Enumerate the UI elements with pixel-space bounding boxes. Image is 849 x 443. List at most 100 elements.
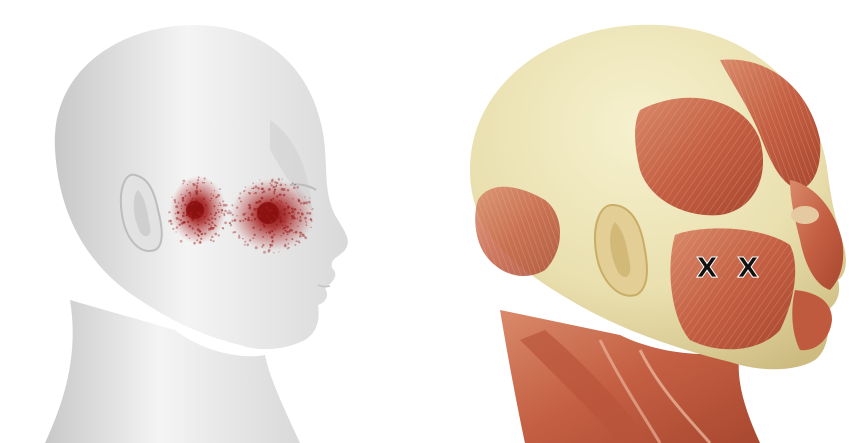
- pain-speckle: [257, 216, 259, 218]
- pain-speckle: [197, 179, 199, 181]
- pain-speckle: [304, 217, 307, 220]
- pain-speckle: [199, 231, 201, 233]
- pain-speckle: [189, 225, 192, 228]
- pain-speckle: [211, 182, 212, 183]
- pain-speckle: [265, 202, 268, 205]
- pain-speckle: [212, 223, 213, 224]
- pain-speckle: [280, 235, 281, 236]
- pain-speckle: [217, 209, 219, 211]
- pain-speckle: [276, 218, 278, 220]
- pain-speckle: [299, 232, 302, 235]
- pain-speckle: [224, 210, 227, 213]
- pain-speckle: [282, 224, 284, 226]
- pain-speckle: [197, 234, 199, 236]
- pain-speckle: [283, 194, 286, 197]
- pain-speckle: [181, 194, 182, 195]
- pain-speckle: [296, 186, 299, 189]
- pain-speckle: [242, 213, 245, 216]
- pain-speckle: [288, 207, 290, 209]
- pain-speckle: [270, 183, 272, 185]
- pain-speckle: [281, 201, 283, 203]
- pain-speckle: [198, 241, 200, 243]
- anatomical-head: [470, 25, 846, 443]
- pain-speckle: [189, 212, 191, 214]
- pain-speckle: [275, 186, 276, 187]
- pain-speckle: [244, 241, 246, 243]
- pain-speckle: [186, 190, 187, 191]
- pain-speckle: [211, 198, 213, 200]
- pain-speckle: [268, 231, 271, 234]
- pain-speckle: [285, 239, 287, 241]
- pain-speckle: [171, 197, 172, 198]
- pain-speckle: [246, 244, 249, 247]
- pain-speckle: [277, 182, 278, 183]
- pain-speckle: [270, 199, 272, 201]
- pain-speckle: [238, 235, 240, 237]
- pain-speckle: [170, 220, 171, 221]
- pain-speckle: [304, 237, 307, 240]
- pain-speckle: [256, 201, 259, 204]
- pain-speckle: [255, 185, 258, 188]
- pain-speckle: [200, 234, 201, 235]
- pain-speckle: [262, 192, 264, 194]
- pain-speckle: [197, 228, 200, 231]
- pain-speckle: [275, 224, 277, 226]
- pain-speckle: [278, 212, 281, 215]
- pain-speckle: [205, 204, 207, 206]
- pain-speckle: [219, 188, 221, 190]
- pain-speckle: [202, 182, 204, 184]
- pain-speckle: [204, 216, 206, 218]
- pain-speckle: [243, 190, 245, 192]
- pain-speckle: [279, 200, 280, 201]
- pain-speckle: [248, 204, 251, 207]
- pain-speckle: [181, 205, 182, 206]
- pain-speckle: [244, 218, 246, 220]
- pain-speckle: [238, 197, 240, 199]
- pain-speckle: [196, 199, 198, 201]
- pain-speckle: [253, 237, 255, 239]
- pain-speckle: [285, 225, 286, 226]
- pain-speckle: [187, 204, 189, 206]
- pain-speckle: [308, 201, 311, 204]
- pain-speckle: [187, 184, 188, 185]
- pain-speckle: [280, 219, 283, 222]
- pain-speckle: [218, 234, 220, 236]
- pain-speckle: [301, 212, 302, 213]
- pain-speckle: [196, 185, 198, 187]
- pain-speckle: [251, 213, 254, 216]
- pain-speckle: [247, 218, 250, 221]
- pain-speckle: [193, 183, 196, 186]
- pain-speckle: [175, 213, 176, 214]
- pain-speckle: [259, 179, 260, 180]
- pain-speckle: [189, 214, 192, 217]
- pain-speckle: [175, 231, 176, 232]
- pain-speckle: [273, 193, 275, 195]
- pain-speckle: [261, 197, 264, 200]
- pain-speckle: [261, 188, 263, 190]
- pain-speckle: [255, 246, 258, 249]
- pain-speckle: [214, 214, 216, 216]
- trigger-point-marker-2: X: [737, 251, 759, 284]
- pain-speckle: [242, 238, 244, 240]
- pain-speckle: [284, 230, 286, 232]
- pain-speckle: [191, 200, 193, 202]
- pain-speckle: [228, 210, 230, 212]
- pain-speckle: [257, 187, 259, 189]
- pain-speckle: [306, 212, 308, 214]
- pain-speckle: [192, 203, 194, 205]
- pain-speckle: [214, 233, 217, 236]
- pain-speckle: [254, 234, 256, 236]
- pain-speckle: [274, 228, 276, 230]
- pain-speckle: [279, 194, 281, 196]
- pain-speckle: [200, 190, 202, 192]
- pain-speckle: [213, 227, 215, 229]
- pain-speckle: [253, 187, 255, 189]
- pain-speckle: [270, 220, 273, 223]
- pain-speckle: [239, 192, 241, 194]
- pain-speckle: [208, 228, 211, 231]
- pain-speckle: [181, 208, 182, 209]
- pain-speckle: [210, 193, 211, 194]
- pain-speckle: [272, 203, 274, 205]
- pain-speckle: [295, 231, 298, 234]
- pain-speckle: [187, 221, 189, 223]
